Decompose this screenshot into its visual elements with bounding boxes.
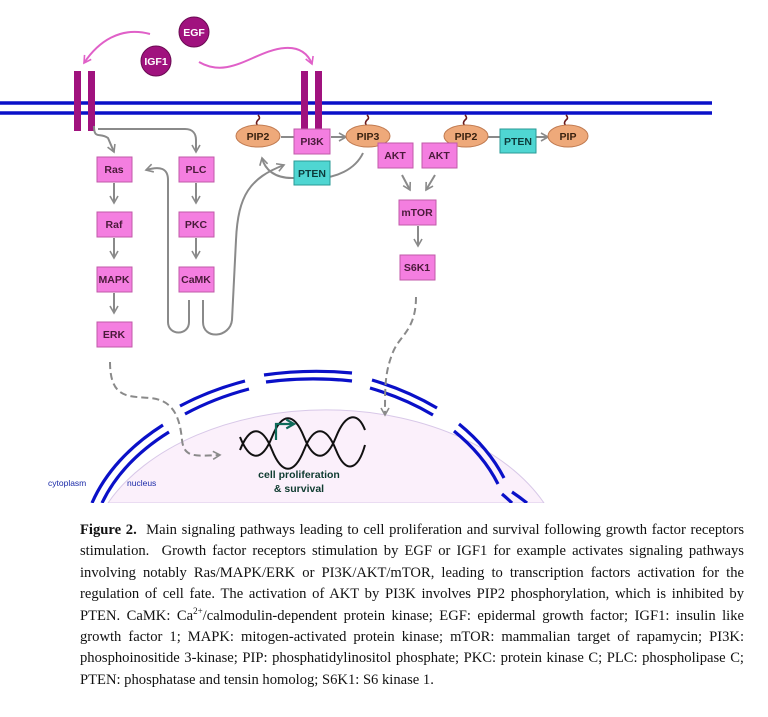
cytoplasm-label: cytoplasm [48,478,86,488]
lipid-pip3: PIP3 [345,124,391,148]
nucleus-label: nucleus [127,478,156,488]
svg-text:Raf: Raf [106,219,123,231]
arrow-camk-to-ras [144,163,190,334]
transcription-start-arrow-icon [274,418,297,440]
arrow-akt-left-mtor [401,174,412,192]
node-pi3k: PI3K [293,128,331,155]
egf-ligand: EGF [178,16,210,48]
igf1-ligand: IGF1 [140,45,172,77]
nucleus [90,369,545,503]
node-pten-right: PTEN [499,128,537,154]
egf-binding-arrow [198,46,314,69]
outcome-line-2: & survival [274,483,324,495]
node-erk: ERK [96,321,133,348]
lipid-anchors [255,114,569,127]
nuclear-envelope [90,369,528,503]
plasma-membrane [0,101,712,115]
lipid-pip2-right: PIP2 [443,124,489,148]
dna-helix-icon [239,416,366,470]
node-s6k1: S6K1 [399,254,436,281]
svg-text:ERK: ERK [103,329,126,341]
caption-superscript: 2+ [193,605,203,616]
lipid-pip2-left: PIP2 [235,124,281,148]
svg-text:PIP2: PIP2 [455,131,478,143]
svg-text:MAPK: MAPK [99,274,130,286]
node-ras: Ras [96,156,133,183]
svg-text:PI3K: PI3K [300,136,324,148]
svg-text:mTOR: mTOR [401,207,433,219]
svg-text:PLC: PLC [186,164,207,176]
svg-text:AKT: AKT [384,150,406,162]
dashed-arrow-erk-to-nucleus [109,361,222,460]
arrow-receptor-to-plc [98,128,201,154]
svg-text:AKT: AKT [428,150,450,162]
node-mtor: mTOR [398,199,437,226]
node-akt-left: AKT [377,142,414,169]
egf-label: EGF [183,27,205,39]
arrow-akt-right-mtor [425,174,436,192]
igf1-binding-arrow [83,30,151,65]
svg-text:Ras: Ras [104,164,123,176]
svg-text:PKC: PKC [185,219,208,231]
caption-title: Main signaling pathways leading to cell … [80,522,745,560]
svg-text:CaMK: CaMK [181,274,211,286]
node-akt-right: AKT [421,142,458,169]
outcome-line-1: cell proliferation [258,469,340,481]
egf-receptor [301,71,322,131]
nucleus-interior [107,409,545,503]
node-pten-left: PTEN [293,160,331,186]
caption-label: Figure 2. [80,522,137,538]
node-camk: CaMK [178,266,215,293]
lipid-pip: PIP [547,124,589,148]
svg-text:PIP2: PIP2 [247,131,270,143]
igf1-label: IGF1 [144,56,167,68]
figure-caption: Figure 2. Main signaling pathways leadin… [80,520,744,691]
svg-text:PTEN: PTEN [504,136,532,148]
node-pkc: PKC [178,211,215,238]
node-raf: Raf [96,211,133,238]
dashed-arrow-s6k1-to-nucleus [380,296,417,417]
node-mapk: MAPK [96,266,133,293]
arrow-camk-to-pi3k [202,162,286,336]
caption-body-2: /calmodulin-dependent protein kinase; EG… [80,607,744,688]
igf1-receptor [74,71,95,131]
svg-text:S6K1: S6K1 [404,262,430,274]
signaling-pathway-figure: EGF IGF1 [0,16,712,503]
svg-text:PIP3: PIP3 [357,131,380,143]
node-plc: PLC [178,156,215,183]
svg-text:PIP: PIP [560,131,577,143]
caption-body-1: Growth factor receptors stimulation by E… [80,543,744,624]
arrow-receptor-to-ras [93,125,116,154]
svg-text:PTEN: PTEN [298,168,326,180]
